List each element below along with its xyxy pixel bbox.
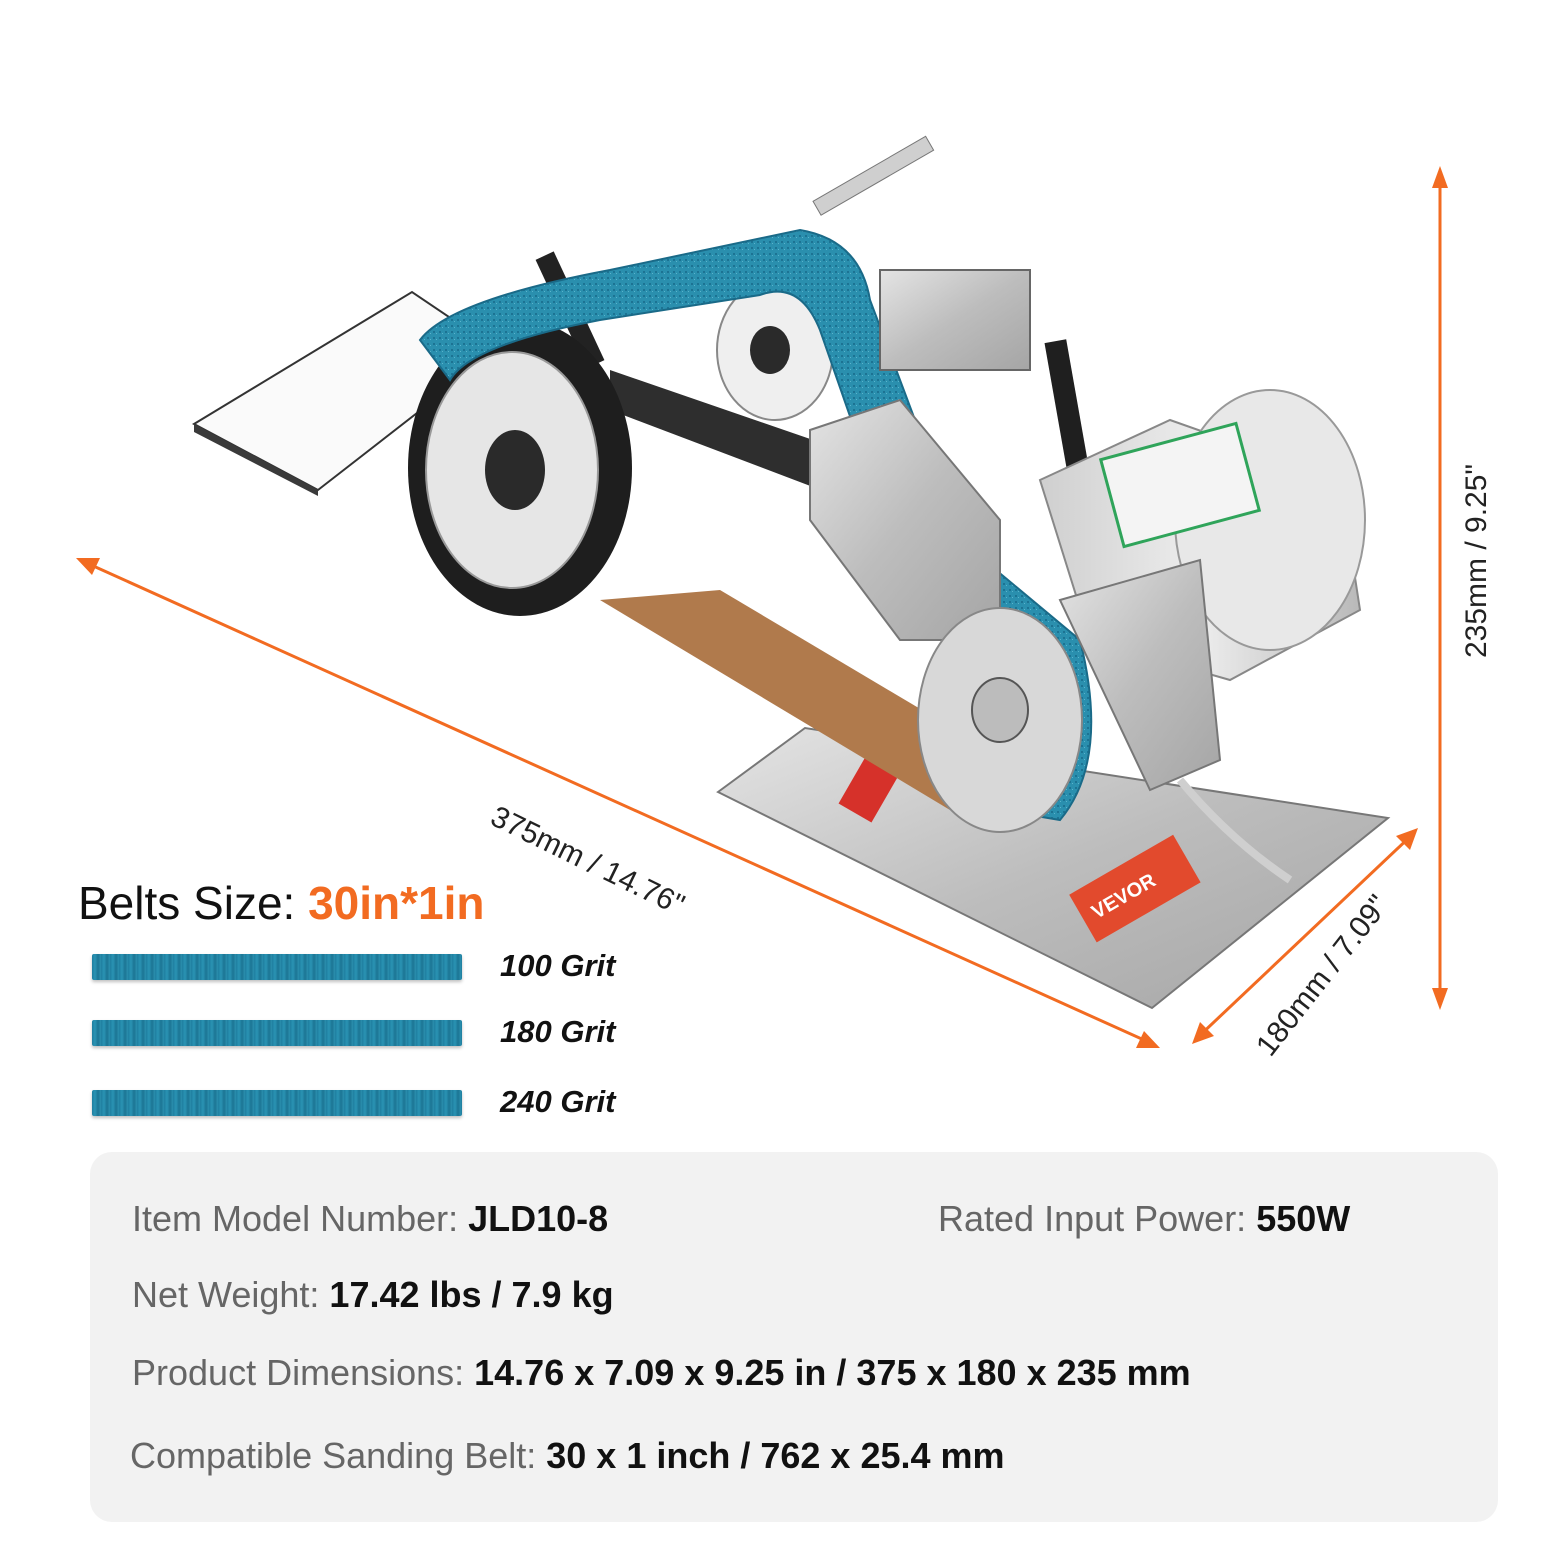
spec-value: 17.42 lbs / 7.9 kg	[329, 1274, 614, 1315]
height-arrow-head-bottom	[1432, 988, 1448, 1010]
drive-wheel	[917, 607, 1083, 833]
belt-swatch	[92, 1020, 462, 1046]
spec-rated-power: Rated Input Power: 550W	[938, 1198, 1350, 1240]
length-arrow-head-right	[1136, 1031, 1160, 1048]
spec-value: 550W	[1256, 1198, 1351, 1239]
belt-item: 240 Grit	[92, 1084, 652, 1124]
contact-wheel	[408, 320, 632, 616]
belt-swatch	[92, 954, 462, 980]
frame-plate	[809, 398, 1001, 641]
width-arrow-head-bottom	[1192, 1022, 1214, 1044]
belt-item: 180 Grit	[92, 1014, 652, 1054]
spec-label: Rated Input Power:	[938, 1198, 1257, 1239]
height-arrow-head-top	[1432, 166, 1448, 188]
power-cable	[1176, 777, 1293, 884]
specifications-card: Item Model Number: JLD10-8 Rated Input P…	[90, 1152, 1498, 1522]
width-arrow	[1193, 830, 1417, 1042]
spec-value: JLD10-8	[468, 1198, 609, 1239]
length-arrow-head-left	[76, 558, 100, 575]
belts-size-heading: Belts Size: 30in*1in	[78, 876, 485, 930]
dimension-arrows	[76, 166, 1448, 1048]
belt-grit-label: 100 Grit	[500, 948, 616, 983]
belts-size-label: Belts Size:	[78, 877, 309, 929]
width-arrow-head-top	[1396, 828, 1418, 850]
belts-size-value: 30in*1in	[308, 877, 485, 929]
spec-product-dimensions: Product Dimensions: 14.76 x 7.09 x 9.25 …	[132, 1352, 1191, 1394]
spec-label: Compatible Sanding Belt:	[130, 1435, 547, 1476]
motor	[1038, 389, 1366, 792]
spec-value: 30 x 1 inch / 762 x 25.4 mm	[546, 1435, 1005, 1476]
base-plate: VEVOR	[716, 726, 1391, 1010]
spec-label: Item Model Number:	[132, 1198, 469, 1239]
dimension-height-label: 235mm / 9.25"	[1460, 463, 1493, 658]
spec-label: Product Dimensions:	[132, 1352, 475, 1393]
product-illustration: VEVOR	[76, 135, 1448, 1048]
idler-wheel	[716, 279, 834, 421]
spec-label: Net Weight:	[132, 1274, 330, 1315]
spec-model-number: Item Model Number: JLD10-8	[132, 1198, 608, 1240]
spec-value: 14.76 x 7.09 x 9.25 in / 375 x 180 x 235…	[474, 1352, 1191, 1393]
belt-item: 100 Grit	[92, 948, 652, 988]
length-arrow	[79, 558, 1156, 1047]
belt-swatch	[92, 1090, 462, 1116]
belt-grit-label: 180 Grit	[500, 1014, 616, 1049]
sanding-belt	[418, 228, 1093, 822]
spec-net-weight: Net Weight: 17.42 lbs / 7.9 kg	[132, 1274, 614, 1316]
spec-compatible-belt: Compatible Sanding Belt: 30 x 1 inch / 7…	[130, 1435, 1005, 1477]
belt-grit-label: 240 Grit	[500, 1084, 616, 1119]
